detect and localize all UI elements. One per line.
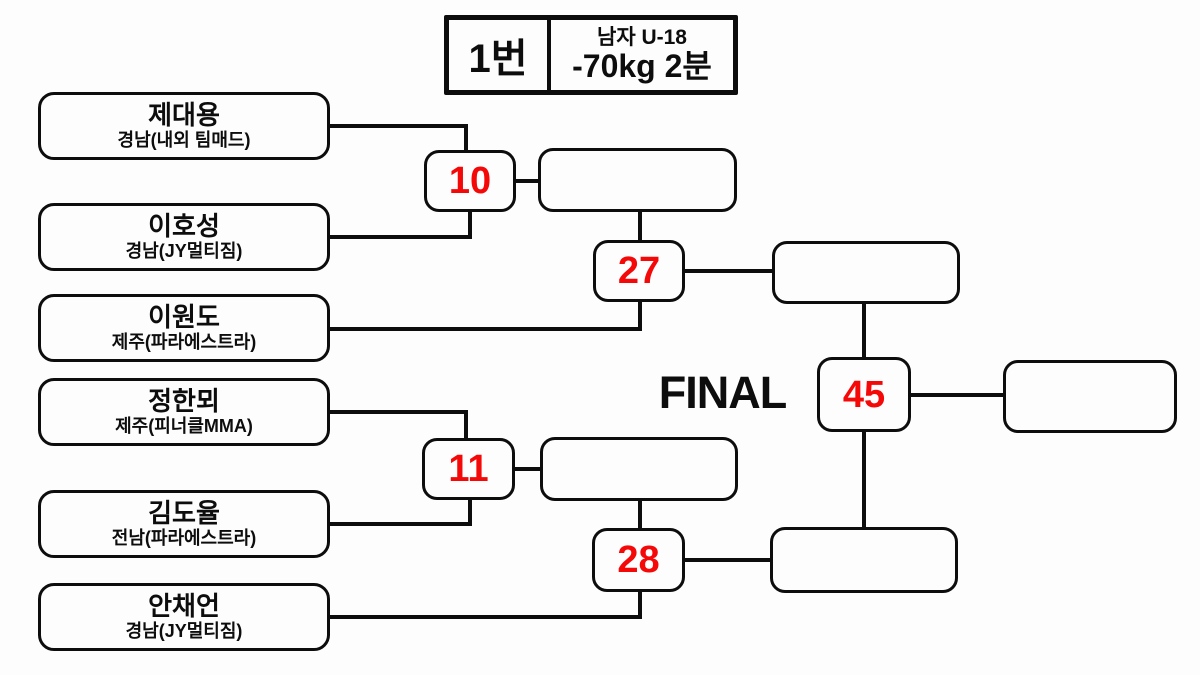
player-team: 경남(내외 팀매드) (117, 130, 251, 151)
bracket-number: 1번 (468, 37, 528, 81)
winner-slot-semifinal-1 (772, 241, 960, 304)
match-box-semifinal-2: 28 (592, 528, 685, 592)
player-name: 김도율 (148, 498, 220, 529)
match-box-quarterfinal-1: 10 (424, 150, 516, 212)
match-number: 45 (842, 373, 886, 416)
player-team: 경남(JY멀티짐) (125, 241, 243, 262)
connector-p4-to-m11 (330, 410, 468, 439)
match-box-final: 45 (817, 357, 911, 432)
match-number: 27 (617, 250, 661, 292)
player-name: 안채언 (148, 591, 220, 622)
player-box-2: 이호성 경남(JY멀티짐) (38, 203, 330, 271)
match-number: 10 (448, 160, 492, 202)
final-label: FINAL (658, 367, 787, 418)
winner-slot-quarterfinal-1 (538, 148, 737, 212)
player-name: 이호성 (148, 211, 220, 242)
player-box-6: 안채언 경남(JY멀티짐) (38, 583, 330, 651)
division-category: 남자 U-18 (597, 25, 687, 49)
player-team: 제주(파라에스트라) (111, 332, 257, 353)
division-weight-time: -70kg 2분 (572, 47, 712, 84)
match-box-quarterfinal-2: 11 (422, 438, 515, 500)
bracket-header: 1번 남자 U-18 -70kg 2분 (444, 15, 738, 95)
player-name: 정한뫼 (148, 386, 220, 417)
player-team: 전남(파라에스트라) (111, 528, 257, 549)
connector-p3-to-m27 (330, 301, 642, 331)
player-box-3: 이원도 제주(파라에스트라) (38, 294, 330, 362)
match-number: 11 (448, 448, 489, 490)
connector-p2-to-m10 (330, 212, 472, 239)
player-box-5: 김도율 전남(파라에스트라) (38, 490, 330, 558)
player-team: 제주(피너클MMA) (115, 416, 253, 437)
connector-p1-to-m10 (330, 124, 468, 151)
winner-slot-champion (1003, 360, 1177, 433)
connector-p5-to-m11 (330, 499, 472, 526)
match-number: 28 (617, 539, 660, 581)
player-team: 경남(JY멀티짐) (125, 621, 243, 642)
match-box-semifinal-1: 27 (593, 240, 685, 302)
player-box-1: 제대용 경남(내외 팀매드) (38, 92, 330, 160)
player-box-4: 정한뫼 제주(피너클MMA) (38, 378, 330, 446)
connector-p6-to-m28 (330, 591, 642, 619)
winner-slot-semifinal-2 (770, 527, 958, 593)
winner-slot-quarterfinal-2 (540, 437, 738, 501)
player-name: 이원도 (148, 302, 220, 333)
division-info: 남자 U-18 -70kg 2분 (547, 20, 733, 90)
player-name: 제대용 (148, 100, 220, 131)
